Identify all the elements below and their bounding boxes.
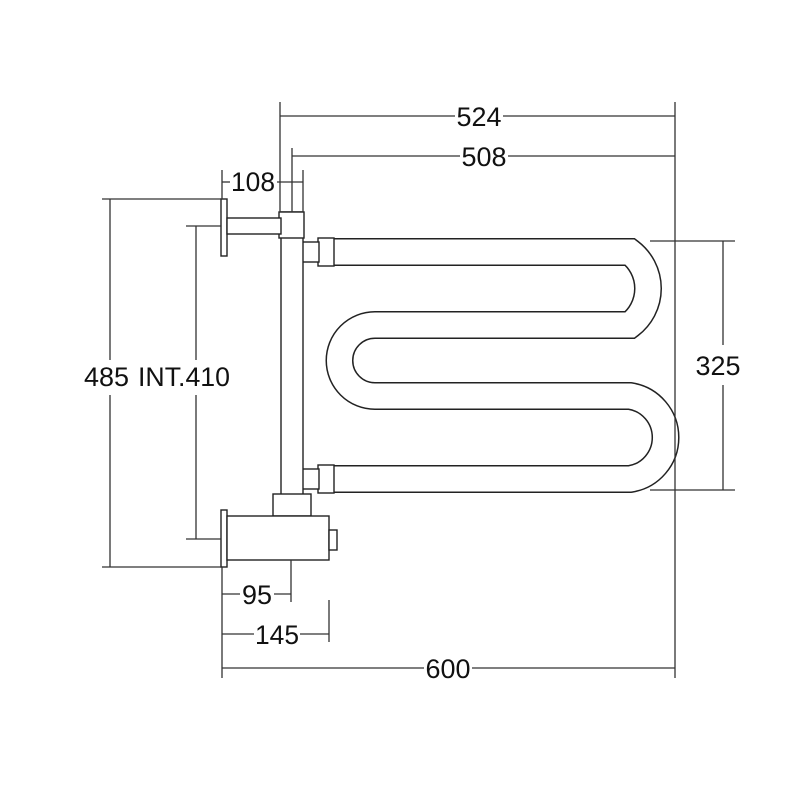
dim-label-325: 325 — [696, 351, 741, 381]
serpentine-tube-inner — [327, 239, 678, 492]
valve-knob — [328, 529, 338, 551]
dim-label-95: 95 — [242, 580, 272, 610]
dimension-labels: 524 508 108 485 INT.410 325 95 145 600 — [84, 102, 741, 684]
top-arm — [226, 217, 282, 235]
dim-label-145: 145 — [255, 620, 299, 650]
serpentine-tube — [325, 238, 680, 493]
dimension-lines — [102, 102, 735, 678]
lower-connector — [317, 464, 335, 494]
dim-label-508: 508 — [462, 142, 507, 172]
towel-rail — [220, 198, 680, 568]
manifold-top-cap — [278, 211, 305, 239]
vertical-manifold — [280, 211, 304, 497]
top-wall-plate — [220, 198, 228, 257]
dim-label-108: 108 — [231, 167, 275, 197]
upper-connector — [317, 237, 335, 267]
lower-connector-collar — [300, 468, 320, 490]
upper-connector-collar — [300, 241, 320, 263]
dim-label-524: 524 — [457, 102, 502, 132]
dim-label-600: 600 — [426, 654, 471, 684]
bottom-wall-plate — [220, 509, 228, 568]
dim-label-int-410: INT.410 — [138, 362, 230, 392]
valve-stem — [272, 493, 312, 517]
dim-label-485: 485 — [84, 362, 129, 392]
valve-body — [226, 515, 330, 561]
